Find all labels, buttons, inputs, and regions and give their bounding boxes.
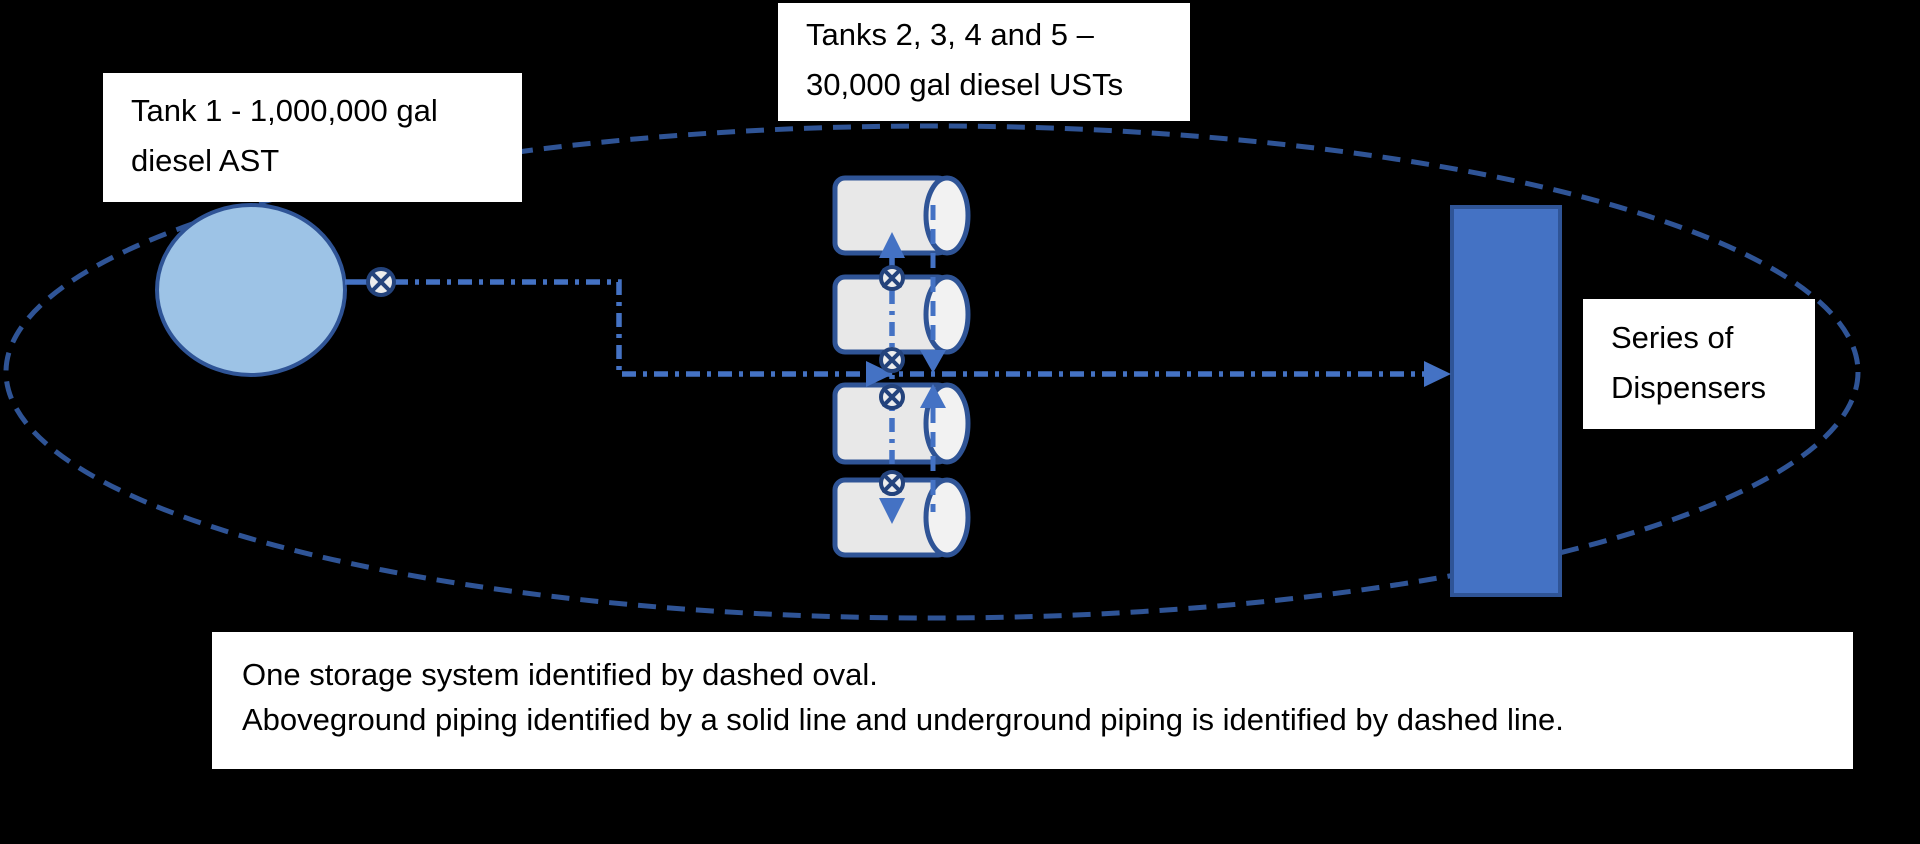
arrow-up-into-tank2-icon bbox=[879, 232, 905, 258]
tank1-label-line1: Tank 1 - 1,000,000 gal bbox=[131, 93, 438, 128]
storage-system-boundary-oval bbox=[3, 123, 1861, 621]
ust-tank-3-cap bbox=[923, 274, 971, 355]
dispensers-label-line1: Series of bbox=[1611, 320, 1734, 355]
arrow-down-to-main-line-icon bbox=[920, 350, 946, 373]
dispensers-label: Series of Dispensers bbox=[1583, 299, 1815, 429]
ust-tank-2-cap bbox=[923, 175, 971, 256]
legend-caption-line2: Aboveground piping identified by a solid… bbox=[242, 702, 1564, 737]
usts-label-line2: 30,000 gal diesel USTs bbox=[806, 67, 1124, 102]
tank1-label-line2: diesel AST bbox=[131, 143, 280, 178]
tank1-ast-circle bbox=[155, 203, 347, 377]
ust-tank-5-cap bbox=[923, 477, 971, 558]
arrow-down-into-tank5-icon bbox=[879, 498, 905, 524]
usts-label: Tanks 2, 3, 4 and 5 – 30,000 gal diesel … bbox=[778, 3, 1190, 121]
valve-tank4-icon bbox=[879, 384, 905, 410]
arrow-right-at-manifold-icon bbox=[866, 361, 893, 387]
tank1-label: Tank 1 - 1,000,000 gal diesel AST bbox=[103, 73, 522, 202]
usts-label-line1: Tanks 2, 3, 4 and 5 – bbox=[806, 17, 1094, 52]
valve-tank3-icon bbox=[879, 347, 905, 373]
dispensers-rect bbox=[1450, 205, 1562, 597]
underground-pipe-main bbox=[394, 279, 1442, 377]
ust-tank-3 bbox=[832, 274, 971, 355]
ust-tank-2 bbox=[832, 175, 971, 256]
valve-tank2-icon bbox=[879, 265, 905, 291]
valve-tank5-icon bbox=[879, 470, 905, 496]
legend-caption: One storage system identified by dashed … bbox=[212, 632, 1853, 769]
valve-tank1-outlet-icon bbox=[366, 267, 396, 297]
legend-caption-line1: One storage system identified by dashed … bbox=[242, 657, 878, 692]
arrow-up-to-main-line-icon bbox=[920, 384, 946, 408]
dispensers-label-line2: Dispensers bbox=[1611, 370, 1767, 405]
arrow-right-into-dispensers-icon bbox=[1424, 361, 1451, 387]
